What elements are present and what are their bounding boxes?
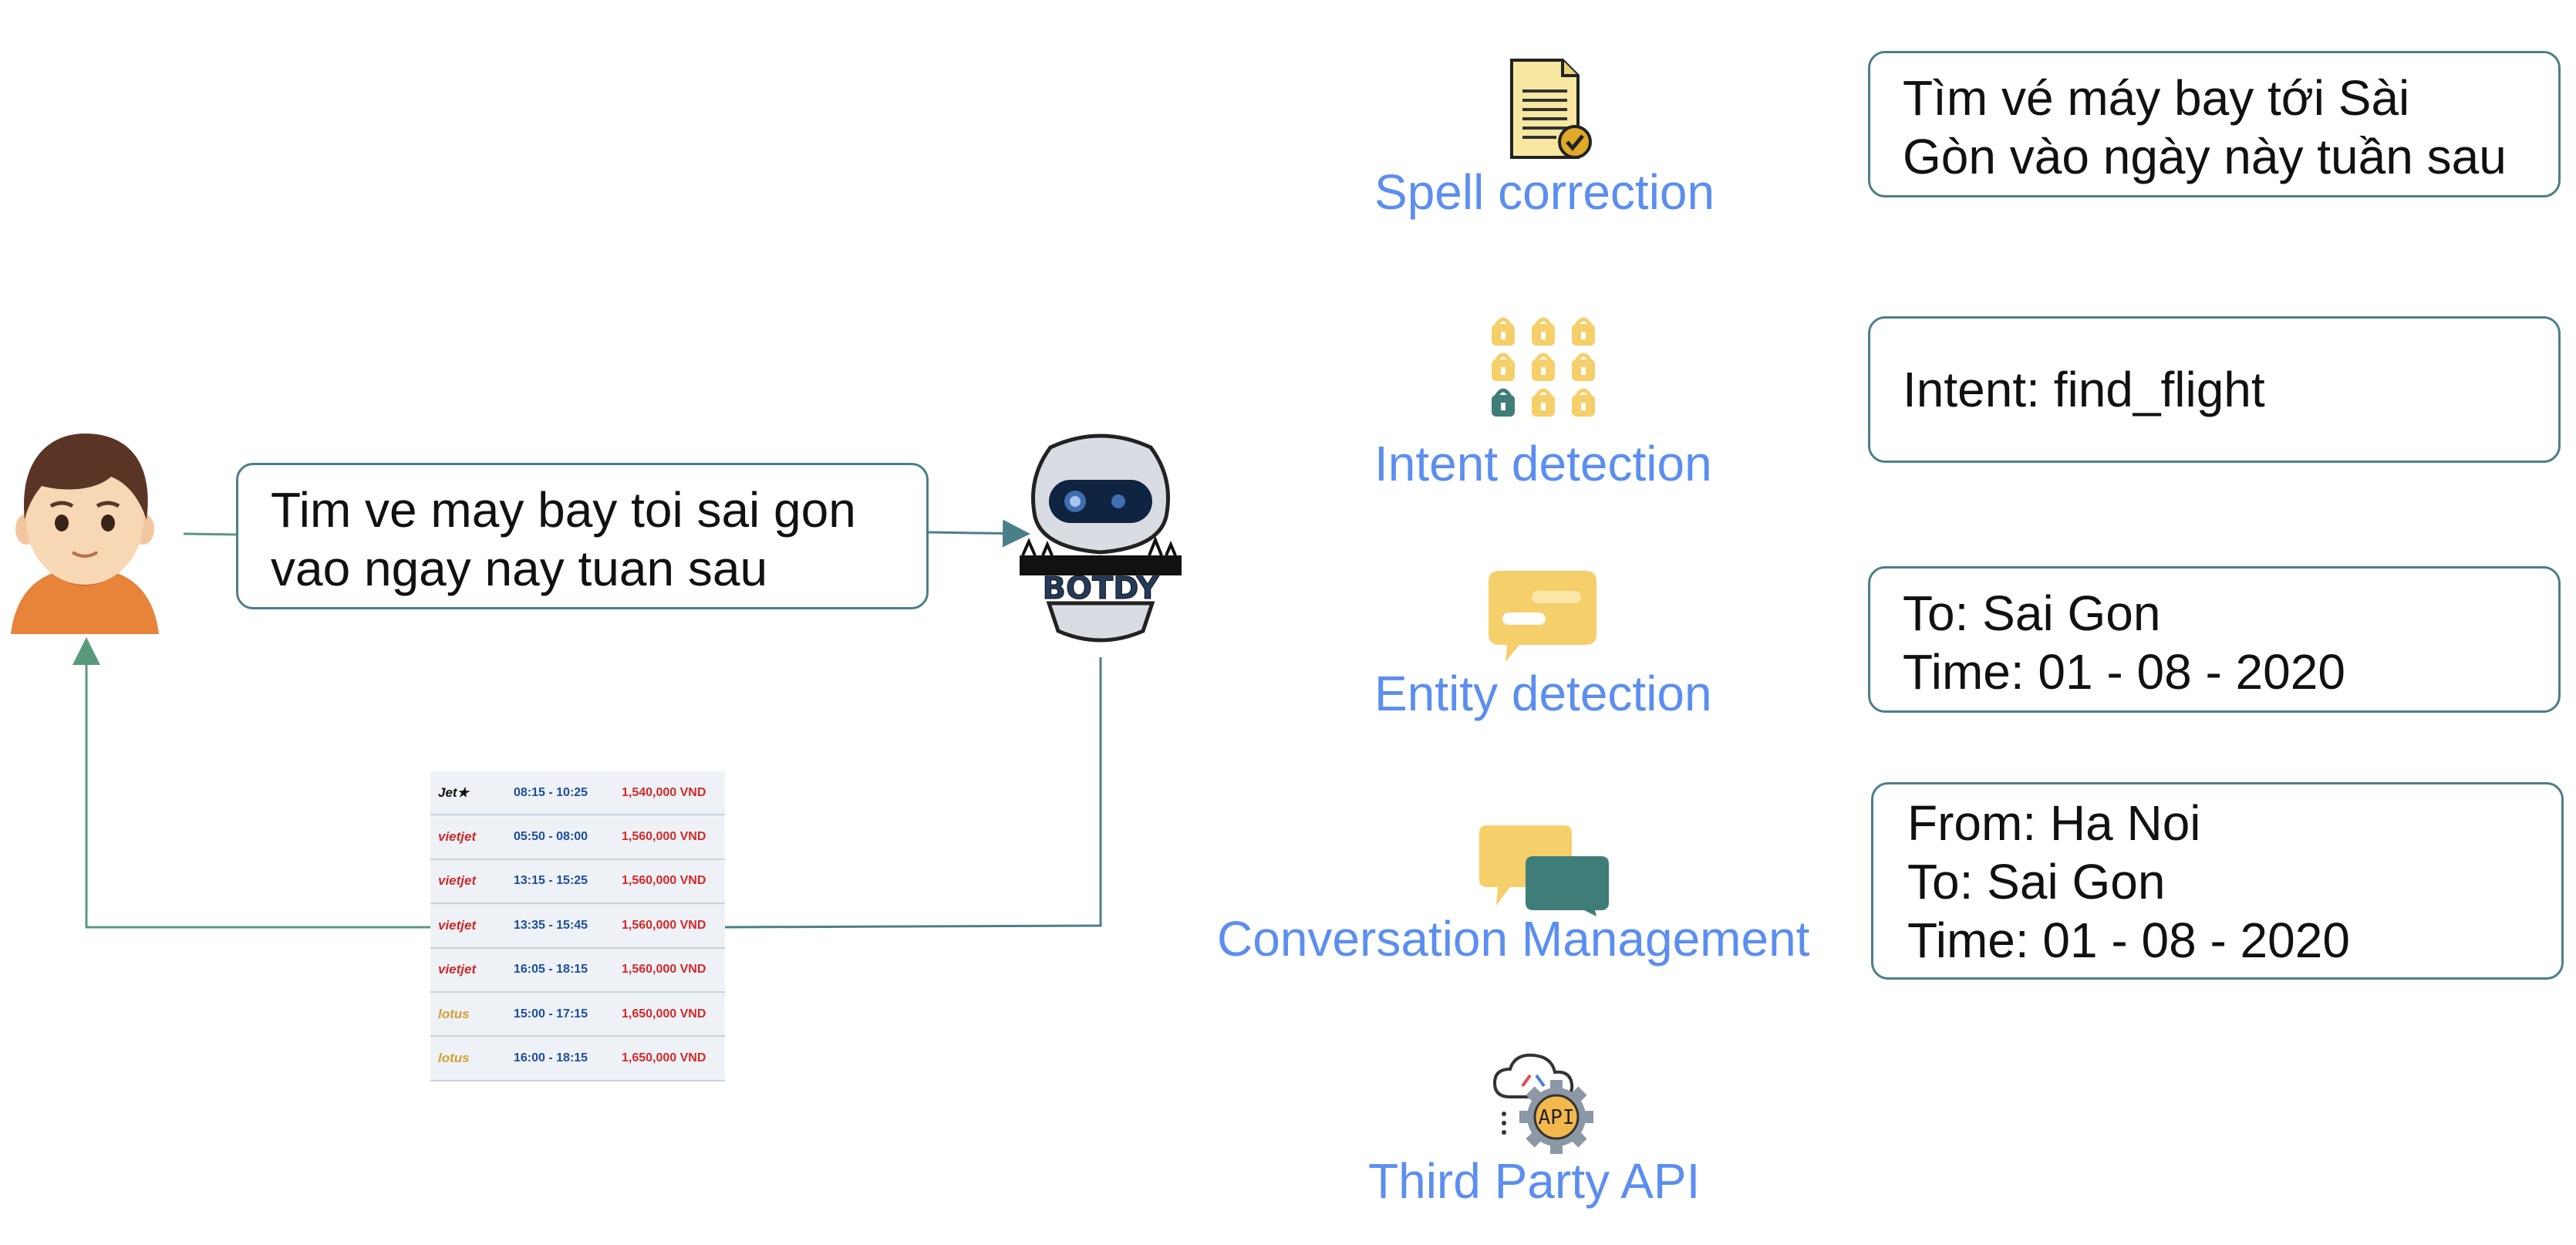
intent-cell-shackle bbox=[1574, 317, 1593, 327]
intent-cell-keyhole bbox=[1581, 367, 1586, 375]
flight-time: 13:15 - 15:25 bbox=[514, 874, 588, 888]
bot-name: BOTDY bbox=[1042, 571, 1159, 606]
conversation-output-line-3: Time: 01 - 08 - 2020 bbox=[1907, 913, 2350, 968]
intent-cell-keyhole bbox=[1501, 367, 1505, 375]
flight-price: 1,560,000 VND bbox=[622, 918, 706, 932]
user-message-line-1: Tim ve may bay toi sai gon bbox=[271, 482, 856, 538]
airline-logo: vietjet bbox=[438, 917, 477, 933]
botdy-robot-icon: BOTDY bbox=[1020, 434, 1182, 643]
intent-cell-shackle bbox=[1494, 353, 1512, 363]
intent-cell-keyhole bbox=[1541, 367, 1546, 375]
flight-time: 08:15 - 10:25 bbox=[514, 785, 588, 799]
intent-output-box: Intent: find_flight bbox=[1868, 316, 2561, 463]
document-check-icon bbox=[1510, 59, 1592, 159]
airline-logo: vietjet bbox=[438, 829, 477, 845]
cloud-api-gear-icon: API bbox=[1492, 1053, 1593, 1154]
flight-row: vietjet 13:35 - 15:45 1,560,000 VND bbox=[430, 904, 725, 949]
user-avatar-icon bbox=[11, 434, 159, 634]
intent-output-line: Intent: find_flight bbox=[1903, 362, 2265, 417]
results-to-user-arrow bbox=[72, 637, 430, 929]
airline-logo: Jet★ bbox=[438, 784, 469, 800]
airline-logo: vietjet bbox=[438, 962, 477, 977]
flight-price: 1,560,000 VND bbox=[622, 830, 706, 844]
flight-time: 05:50 - 08:00 bbox=[514, 830, 588, 844]
entity-output-box: To: Sai Gon Time: 01 - 08 - 2020 bbox=[1868, 566, 2561, 713]
flight-price: 1,540,000 VND bbox=[622, 785, 706, 799]
user-message-line-2: vao ngay nay tuan sau bbox=[271, 541, 768, 596]
intent-cell-shackle bbox=[1494, 388, 1512, 398]
flight-row: Jet★ 08:15 - 10:25 1,540,000 VND bbox=[430, 771, 725, 816]
spell-output-line-2: Gòn vào ngày này tuần sau bbox=[1903, 129, 2507, 184]
flight-price: 1,560,000 VND bbox=[622, 874, 706, 888]
flight-row: lotus 15:00 - 17:15 1,650,000 VND bbox=[430, 993, 725, 1038]
flight-row: vietjet 05:50 - 08:00 1,560,000 VND bbox=[430, 815, 725, 860]
stage-label-entity-detection: Entity detection bbox=[1374, 666, 1712, 721]
conversation-output-line-1: From: Ha Noi bbox=[1907, 795, 2201, 851]
spell-correction-output-box: Tìm vé máy bay tới Sài Gòn vào ngày này … bbox=[1868, 51, 2561, 197]
intent-cell-keyhole bbox=[1541, 332, 1546, 339]
message-to-bot-arrow bbox=[928, 519, 1030, 548]
stage-label-intent-detection: Intent detection bbox=[1374, 436, 1712, 491]
stage-label-third-party-api: Third Party API bbox=[1368, 1153, 1701, 1209]
chat-bubbles-icon bbox=[1479, 825, 1609, 916]
flight-time: 15:00 - 17:15 bbox=[514, 1007, 588, 1021]
flight-price: 1,560,000 VND bbox=[622, 963, 706, 977]
intent-cell-keyhole bbox=[1501, 403, 1505, 410]
intent-cell-shackle bbox=[1534, 353, 1553, 363]
intent-cell-shackle bbox=[1574, 388, 1593, 398]
flight-results-table: Jet★ 08:15 - 10:25 1,540,000 VND vietjet 05:… bbox=[430, 771, 725, 1081]
intent-cell-keyhole bbox=[1581, 332, 1586, 339]
flight-time: 16:05 - 18:15 bbox=[514, 963, 588, 977]
intent-grid-icon bbox=[1492, 317, 1595, 417]
user-message-box: Tim ve may bay toi sai gon vao ngay nay … bbox=[236, 463, 929, 609]
flight-time: 13:35 - 15:45 bbox=[514, 918, 588, 932]
entity-output-line-2: Time: 01 - 08 - 2020 bbox=[1903, 644, 2345, 700]
conversation-output-line-2: To: Sai Gon bbox=[1907, 854, 2166, 909]
flight-row: vietjet 16:05 - 18:15 1,560,000 VND bbox=[430, 949, 725, 993]
intent-cell-keyhole bbox=[1501, 332, 1505, 339]
speech-bubble-icon bbox=[1489, 571, 1597, 662]
airline-logo: vietjet bbox=[438, 873, 477, 889]
intent-cell-keyhole bbox=[1541, 403, 1546, 410]
airline-logo: lotus bbox=[438, 1051, 470, 1066]
bot-to-results-line bbox=[724, 657, 1102, 929]
api-icon-text: API bbox=[1539, 1106, 1575, 1129]
conversation-output-box: From: Ha Noi To: Sai Gon Time: 01 - 08 -… bbox=[1871, 782, 2564, 980]
flight-time: 16:00 - 18:15 bbox=[514, 1051, 588, 1065]
entity-output-line-1: To: Sai Gon bbox=[1903, 585, 2161, 641]
flight-row: vietjet 13:15 - 15:25 1,560,000 VND bbox=[430, 860, 725, 905]
intent-cell-shackle bbox=[1534, 388, 1553, 398]
intent-cell-shackle bbox=[1574, 353, 1593, 363]
intent-cell-keyhole bbox=[1581, 403, 1586, 410]
flight-price: 1,650,000 VND bbox=[622, 1007, 706, 1021]
intent-cell-shackle bbox=[1534, 317, 1553, 327]
stage-label-conversation-management: Conversation Management bbox=[1217, 911, 1810, 967]
airline-logo: lotus bbox=[438, 1006, 470, 1021]
flight-price: 1,650,000 VND bbox=[622, 1051, 706, 1065]
intent-cell-shackle bbox=[1494, 317, 1512, 327]
user-to-message-line bbox=[183, 532, 237, 536]
spell-output-line-1: Tìm vé máy bay tới Sài bbox=[1903, 70, 2410, 126]
flight-row: lotus 16:00 - 18:15 1,650,000 VND bbox=[430, 1037, 725, 1081]
stage-label-spell-correction: Spell correction bbox=[1374, 164, 1715, 220]
